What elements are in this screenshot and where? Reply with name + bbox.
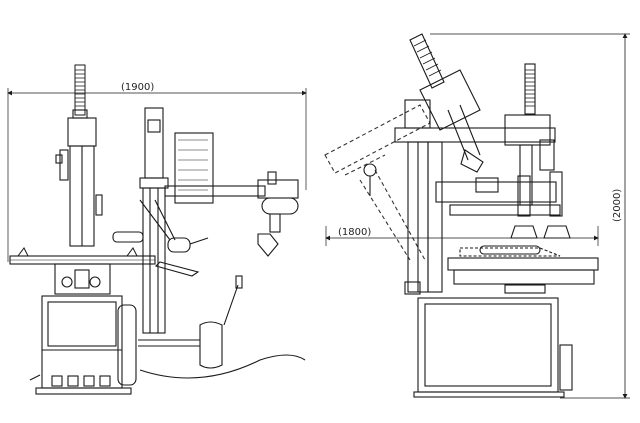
side-base-cabinet bbox=[404, 281, 573, 398]
front-view bbox=[7, 64, 307, 395]
vertical-spring-column bbox=[72, 64, 88, 119]
main-frame bbox=[363, 99, 561, 293]
tilted-spring-column bbox=[409, 33, 484, 173]
side-arm-roller bbox=[112, 199, 209, 277]
turntable bbox=[9, 247, 156, 295]
lever-and-base bbox=[138, 275, 306, 379]
helper-arm-post bbox=[139, 107, 214, 334]
tower bbox=[55, 117, 103, 247]
depth-dimension-label: (1800) bbox=[338, 227, 371, 238]
height-dimension-label: (2000) bbox=[612, 189, 623, 222]
helper-arm bbox=[164, 171, 299, 257]
mount-heads bbox=[475, 171, 571, 239]
width-dimension-label: (1900) bbox=[121, 82, 154, 93]
width-dimension-line bbox=[7, 88, 307, 262]
pedals bbox=[51, 375, 111, 387]
height-dimension-line bbox=[430, 33, 630, 399]
side-turntable bbox=[447, 245, 599, 294]
base-cabinet bbox=[29, 295, 137, 395]
side-view bbox=[324, 33, 630, 399]
